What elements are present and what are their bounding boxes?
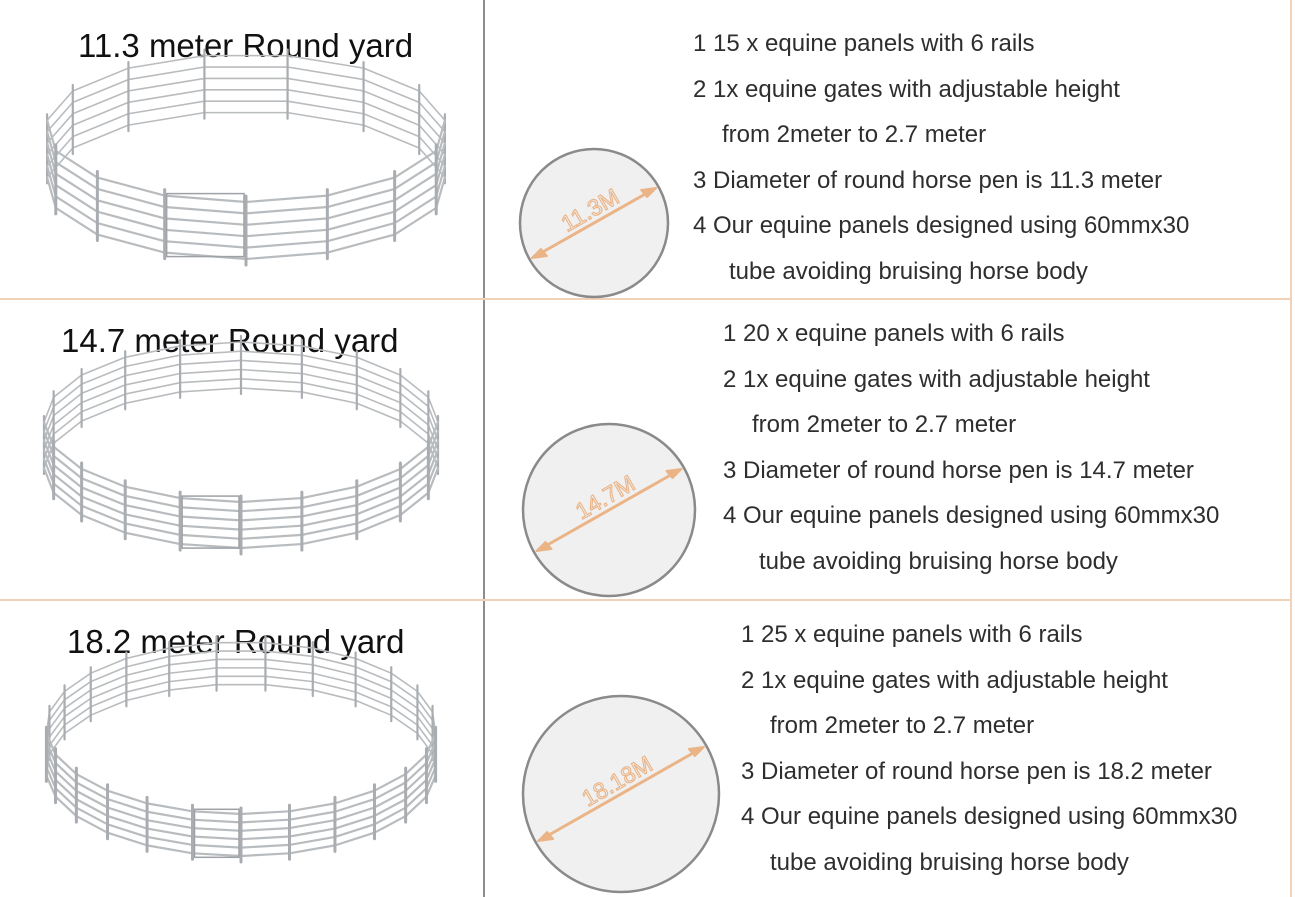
- spec-item: 3 Diameter of round horse pen is 14.7 me…: [723, 456, 1194, 484]
- spec-item: 3 Diameter of round horse pen is 18.2 me…: [741, 757, 1212, 785]
- spec-list: 1 25 x equine panels with 6 rails 2 1x e…: [741, 612, 1237, 886]
- right-border: [1290, 0, 1292, 897]
- spec-item: 2 1x equine gates with adjustable height: [723, 365, 1150, 393]
- spec-item: from 2meter to 2.7 meter: [752, 411, 1017, 439]
- row-divider: [0, 298, 1290, 300]
- round-yard-pen-illustration: [45, 48, 447, 267]
- round-yard-pen-illustration: [42, 334, 440, 556]
- spec-item: tube avoiding bruising horse body: [759, 547, 1118, 575]
- spec-item: 1 15 x equine panels with 6 rails: [693, 30, 1035, 57]
- spec-item: 3 Diameter of round horse pen is 11.3 me…: [693, 166, 1163, 194]
- yard-row-11-3: 11.3 meter Round yard 11.3M 1 15 x equin…: [0, 0, 1295, 299]
- spec-list: 1 20 x equine panels with 6 rails 2 1x e…: [723, 311, 1219, 585]
- diameter-circle-icon: 18.18M: [521, 694, 721, 894]
- diameter-circle-icon: 14.7M: [521, 422, 697, 598]
- spec-item: 1 25 x equine panels with 6 rails: [741, 621, 1083, 648]
- spec-item: from 2meter to 2.7 meter: [722, 121, 987, 149]
- spec-item: 1 20 x equine panels with 6 rails: [723, 320, 1065, 347]
- yard-row-14-7: 14.7 meter Round yard 14.7M 1 20 x equin…: [0, 300, 1295, 599]
- spec-item: 2 1x equine gates with adjustable height: [741, 666, 1168, 694]
- center-divider: [483, 0, 485, 897]
- spec-item: 4 Our equine panels designed using 60mmx…: [693, 212, 1190, 240]
- spec-item: tube avoiding bruising horse body: [770, 848, 1129, 876]
- spec-item: 4 Our equine panels designed using 60mmx…: [723, 502, 1220, 530]
- yard-title: 18.2 meter Round yard: [67, 623, 405, 660]
- yard-row-18-2: 18.2 meter Round yard 18.18M 1 25 x equi…: [0, 601, 1295, 897]
- spec-item: tube avoiding bruising horse body: [729, 257, 1088, 285]
- spec-item: 2 1x equine gates with adjustable height: [693, 75, 1120, 103]
- yard-title: 11.3 meter Round yard: [78, 27, 414, 64]
- diameter-circle-icon: 11.3M: [518, 147, 670, 299]
- row-divider: [0, 599, 1290, 601]
- spec-item: from 2meter to 2.7 meter: [770, 712, 1035, 740]
- spec-list: 1 15 x equine panels with 6 rails 2 1x e…: [693, 21, 1189, 295]
- spec-item: 4 Our equine panels designed using 60mmx…: [741, 803, 1238, 831]
- round-yard-pen-illustration: [44, 635, 438, 864]
- yard-title: 14.7 meter Round yard: [61, 322, 399, 359]
